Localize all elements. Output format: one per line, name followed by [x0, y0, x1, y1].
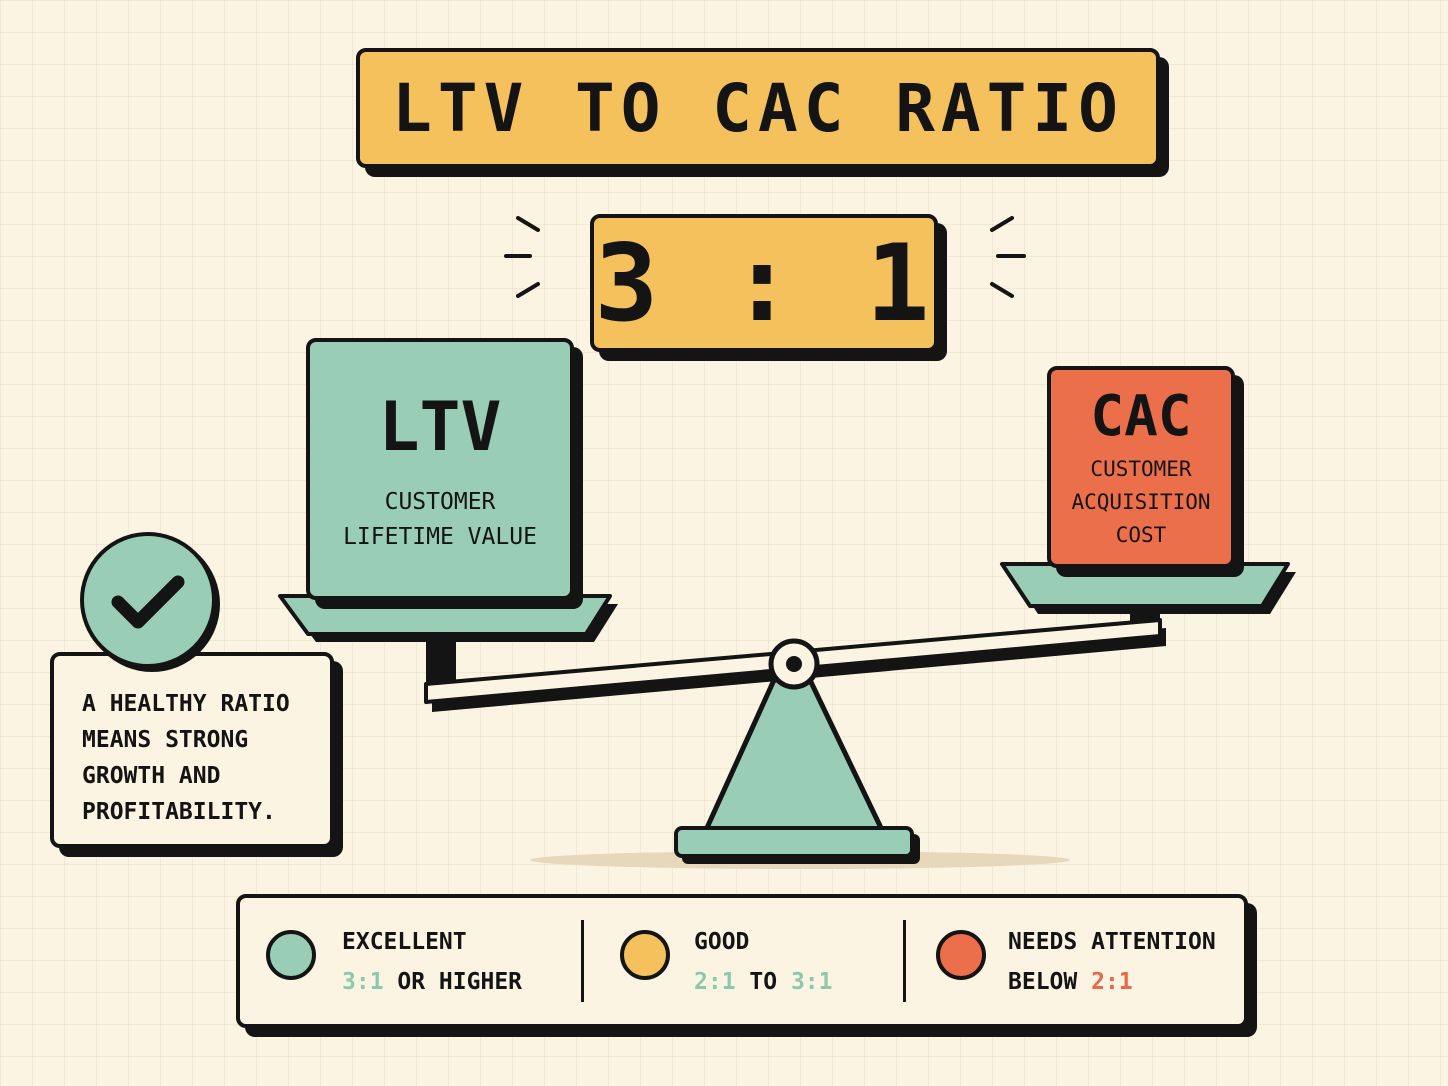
ltv-title: LTV [378, 388, 502, 467]
checkmark-icon [111, 575, 185, 629]
ratio-value: 3 : 1 [594, 221, 934, 345]
legend [236, 894, 1248, 1028]
legend-good-ratio-b: 3:1 [790, 969, 833, 995]
note-text: A HEALTHY RATIO MEANS STRONG GROWTH AND … [82, 686, 330, 830]
ltv-subtitle: CUSTOMER LIFETIME VALUE [310, 485, 570, 555]
check-badge [80, 532, 216, 668]
left-pan [278, 594, 612, 636]
legend-attention-prefix: BELOW [1008, 969, 1092, 995]
ltv-subtitle-line1: CUSTOMER [384, 489, 496, 515]
base [674, 826, 914, 858]
legend-excellent-suffix: OR HIGHER [383, 969, 523, 995]
ltv-block: LTV CUSTOMER LIFETIME VALUE [306, 338, 574, 600]
legend-excellent-label: EXCELLENT [342, 929, 467, 955]
sparkle-left-icon [504, 216, 540, 298]
cac-subtitle: CUSTOMER ACQUISITION COST [1051, 453, 1231, 552]
page-title: LTV TO CAC RATIO [392, 69, 1124, 147]
cac-subtitle-line2: ACQUISITION [1071, 490, 1211, 514]
note-card: A HEALTHY RATIO MEANS STRONG GROWTH AND … [50, 652, 334, 848]
legend-good: GOOD 2:1 TO 3:1 [694, 922, 832, 1002]
legend-excellent-dot [266, 930, 316, 980]
legend-excellent-ratio: 3:1 [342, 969, 384, 995]
right-pan [1000, 562, 1290, 608]
legend-excellent: EXCELLENT 3:1 OR HIGHER [342, 922, 522, 1002]
legend-attention: NEEDS ATTENTION BELOW 2:1 [1008, 922, 1216, 1002]
fulcrum [703, 677, 885, 833]
legend-good-range: 2:1 TO 3:1 [694, 962, 832, 1002]
sparkle-right-icon [990, 216, 1026, 298]
note-line4: PROFITABILITY. [82, 799, 276, 825]
title-banner: LTV TO CAC RATIO [356, 48, 1160, 168]
legend-divider-2 [903, 920, 906, 1002]
cac-title: CAC [1090, 384, 1192, 449]
legend-good-ratio-a: 2:1 [694, 969, 736, 995]
legend-divider-1 [581, 920, 584, 1002]
cac-subtitle-line3: COST [1115, 523, 1167, 547]
note-line3: GROWTH AND [82, 763, 221, 789]
legend-good-mid: TO [735, 969, 791, 995]
ltv-subtitle-line2: LIFETIME VALUE [343, 524, 537, 550]
ratio-badge: 3 : 1 [590, 214, 938, 352]
legend-attention-dot [936, 930, 986, 980]
legend-attention-ratio: 2:1 [1091, 969, 1133, 995]
legend-good-label: GOOD [694, 929, 750, 955]
legend-attention-label: NEEDS ATTENTION [1008, 929, 1216, 955]
legend-excellent-range: 3:1 OR HIGHER [342, 962, 522, 1002]
note-line2: MEANS STRONG [82, 727, 249, 753]
legend-attention-range: BELOW 2:1 [1008, 962, 1216, 1002]
cac-subtitle-line1: CUSTOMER [1090, 457, 1192, 481]
cac-block: CAC CUSTOMER ACQUISITION COST [1047, 366, 1235, 568]
pivot-dot [786, 656, 802, 672]
note-line1: A HEALTHY RATIO [82, 691, 290, 717]
legend-good-dot [620, 930, 670, 980]
